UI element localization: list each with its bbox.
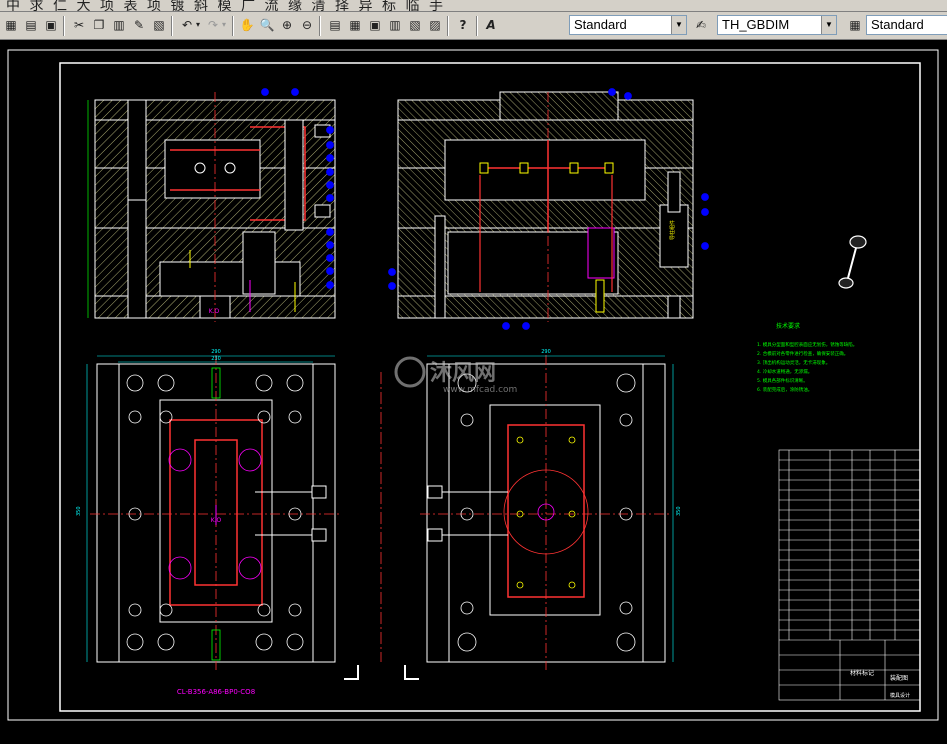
title-char: 缘: [288, 0, 302, 12]
tech-line: 4. 冷却水道畅通，无渗漏。: [757, 368, 812, 375]
title-char: 大: [76, 0, 91, 12]
title-strip: 中求仁大项表项镀斜模广流缘清择异标临手: [0, 0, 947, 12]
redo-icon[interactable]: ↷: [207, 18, 219, 32]
title-block-drawing: 装配图: [890, 674, 908, 682]
dim-style-icon[interactable]: ✍: [695, 18, 707, 32]
title-char: 仁: [53, 0, 67, 12]
ko-label: K.O: [209, 308, 220, 315]
title-char: 镀: [170, 0, 185, 12]
dim-style-select[interactable]: TH_GBDIM ▼: [717, 15, 837, 35]
text-style-icon[interactable]: A: [486, 18, 496, 32]
balloon-callouts-right: [388, 88, 709, 330]
help-icon[interactable]: ?: [459, 18, 467, 32]
sheet-set-icon[interactable]: ▥: [389, 18, 401, 32]
plan-holes-right: [457, 373, 636, 652]
title-char: 表: [123, 0, 138, 12]
side-section-view: 导柱组件: [397, 91, 694, 322]
table-style-value: Standard: [871, 17, 924, 32]
block-icon[interactable]: ▧: [153, 18, 165, 32]
dim-inner-width: 230: [211, 356, 221, 362]
slider-label: 导柱组件: [669, 220, 676, 240]
tech-line: 6. 装配完成后，涂防锈油。: [757, 386, 812, 393]
title-char: 标: [382, 0, 396, 12]
separator: [63, 16, 65, 36]
title-char: 清: [311, 0, 326, 12]
front-section-view: K.O: [87, 92, 336, 322]
plan-holes-left: [126, 367, 304, 661]
layer-icon[interactable]: ▦: [5, 18, 17, 32]
title-char: 择: [335, 0, 349, 12]
separator: [232, 16, 234, 36]
separator: [319, 16, 321, 36]
table-style-icon[interactable]: ▦: [849, 18, 861, 32]
drawing-canvas[interactable]: K.O 导柱组件: [0, 41, 947, 740]
text-style-value: Standard: [574, 17, 627, 32]
title-block-material: 材料标记: [850, 669, 874, 677]
zoom-realtime-icon[interactable]: 🔍: [259, 18, 275, 32]
standard-toolbar: ▦ ▤ ▣ ✂ ❐ ▥ ✎ ▧ ↶ ▾ ↷ ▾ ✋ 🔍 ⊕ ⊖ ▤ ▦ ▣ ▥ …: [0, 12, 947, 40]
title-char: 异: [358, 0, 373, 12]
zoom-previous-icon[interactable]: ⊖: [301, 18, 313, 32]
outer-border: [7, 49, 939, 721]
section-marker-left: [344, 665, 359, 680]
section-marker-right: [404, 665, 419, 680]
balloon-callouts-left: [261, 88, 334, 289]
ko-label-2: K.O: [211, 517, 222, 524]
title-char: 临: [405, 0, 420, 12]
fixed-half-plan-view: K.O 290 230 350: [76, 349, 340, 670]
paste-icon[interactable]: ▥: [113, 18, 125, 32]
tech-line: 5. 模具各部件标识清晰。: [757, 377, 808, 384]
separator: [447, 16, 449, 36]
watermark-text: 沐风网: [430, 361, 496, 386]
title-char: 流: [264, 0, 279, 12]
chevron-down-icon[interactable]: ▼: [821, 16, 836, 34]
pan-icon[interactable]: ✋: [239, 18, 255, 32]
title-char: 手: [429, 0, 443, 12]
copy-icon[interactable]: ❐: [93, 18, 105, 32]
title-char: 中: [6, 0, 20, 12]
zoom-window-icon[interactable]: ⊕: [281, 18, 293, 32]
title-char: 求: [29, 0, 44, 12]
tool-palette-icon[interactable]: ▣: [369, 18, 381, 32]
open-icon[interactable]: ▤: [25, 18, 37, 32]
save-icon[interactable]: ▣: [45, 18, 57, 32]
title-char: 项: [147, 0, 161, 12]
dim-width-left: 290: [211, 349, 221, 355]
inner-border: [59, 62, 921, 712]
chevron-down-icon[interactable]: ▾: [195, 20, 200, 29]
chevron-down-icon[interactable]: ▼: [671, 16, 686, 34]
separator: [171, 16, 173, 36]
calculator-icon[interactable]: ▨: [429, 18, 441, 32]
title-char: 斜: [194, 0, 208, 12]
part-code-label: CL-B356-A86-BP0-CO8: [177, 688, 255, 696]
properties-icon[interactable]: ▤: [329, 18, 341, 32]
dim-width-right: 290: [541, 349, 551, 355]
separator: [476, 16, 478, 36]
watermark-url: www.mfcad.com: [443, 385, 517, 395]
design-center-icon[interactable]: ▦: [349, 18, 361, 32]
title-block-company: 模具设计: [890, 692, 910, 699]
markup-icon[interactable]: ▧: [409, 18, 421, 32]
table-style-select[interactable]: Standard: [866, 15, 947, 35]
text-style-select[interactable]: Standard ▼: [569, 15, 687, 35]
title-char: 模: [217, 0, 232, 12]
ejector-part-isometric: [838, 235, 867, 289]
dim-style-value: TH_GBDIM: [722, 17, 790, 32]
cut-icon[interactable]: ✂: [73, 18, 85, 32]
tech-line: 2. 合模前对各零件进行检查，确保安装正确。: [757, 350, 848, 357]
bill-of-materials: [778, 449, 921, 701]
tech-line: 1. 模具分型面和型腔表面应无划伤，锈蚀等缺陷。: [757, 341, 857, 348]
dim-length-left: 350: [76, 506, 82, 516]
watermark: 沐风网 www.mfcad.com: [394, 356, 517, 395]
moving-half-plan-view: 290 350: [420, 349, 682, 670]
title-char: 广: [241, 0, 255, 12]
match-properties-icon[interactable]: ✎: [133, 18, 145, 32]
chevron-down-icon[interactable]: ▾: [221, 20, 226, 29]
undo-icon[interactable]: ↶: [181, 18, 193, 32]
dim-length-right: 350: [676, 506, 682, 516]
tech-title: 技术要求: [776, 322, 800, 330]
technical-requirements: 技术要求 1. 模具分型面和型腔表面应无划伤，锈蚀等缺陷。 2. 合模前对各零件…: [757, 322, 857, 393]
tech-line: 3. 顶出机构运动灵活，无卡滞现象。: [757, 359, 830, 366]
title-char: 项: [100, 0, 114, 12]
